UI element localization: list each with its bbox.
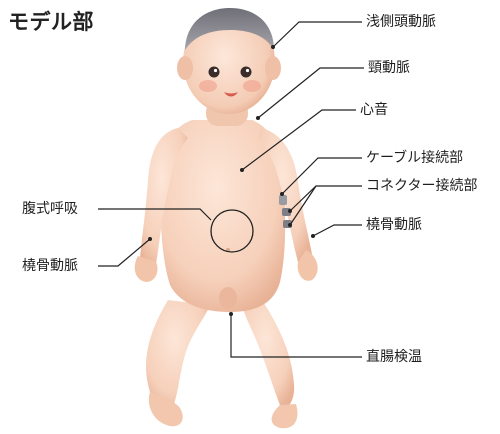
label-connector-connection: コネクター接続部 xyxy=(366,177,477,195)
right-eye xyxy=(241,67,252,78)
genitals xyxy=(219,287,237,309)
right-cheek xyxy=(243,80,261,92)
cable-port xyxy=(279,195,287,205)
label-radial-artery-left: 橈骨動脈 xyxy=(22,257,78,275)
leader-radial-right xyxy=(313,225,362,236)
right-leg xyxy=(242,300,294,410)
left-cheek xyxy=(199,80,217,92)
right-ear xyxy=(265,56,281,80)
leader-carotid-superficial xyxy=(273,22,362,47)
label-radial-artery-right: 橈骨動脈 xyxy=(366,216,422,234)
label-carotid-artery: 頸動脈 xyxy=(368,59,410,77)
label-abdominal-breathing: 腹式呼吸 xyxy=(22,200,78,218)
label-cable-connection: ケーブル接続部 xyxy=(366,149,463,167)
left-eye xyxy=(209,67,220,78)
label-rectal-temperature: 直腸検温 xyxy=(366,348,422,366)
right-foot xyxy=(272,404,298,428)
left-ear xyxy=(177,56,193,80)
label-superficial-temporal-artery: 浅側頭動脈 xyxy=(366,13,436,31)
label-heart-sound: 心音 xyxy=(360,101,388,119)
